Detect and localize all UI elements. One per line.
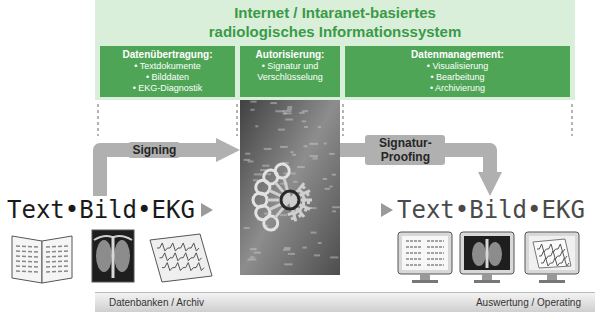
bullet-item: • EKG-Diagnostik [104,83,231,94]
ekg-trace [162,263,204,271]
ekg-sheet [150,234,212,282]
xray-lung [472,242,486,266]
bar-label: Datenbanken / Archiv [109,297,204,308]
book-page [12,236,42,283]
monitor-screen [529,236,575,270]
monitor-base [412,280,438,283]
text-scribble [406,264,422,265]
text-scribble [46,246,68,247]
dashed-guide [97,104,99,136]
xray-film [92,230,134,282]
xray-spine [112,236,115,278]
flow-triangle [201,203,213,217]
column-heading: Datenübertragung: [104,49,231,61]
ekg-trace [160,253,202,261]
xray-spine [486,239,489,268]
text-scribble [46,271,68,272]
text-scribble [46,266,68,267]
bullet-item: • Textdokumente [104,61,231,72]
xray-shoulder [94,236,132,240]
monitor-base [474,280,500,283]
archive-bar: Datenbanken / Archiv Auswertung / Operati… [95,292,595,312]
arrow-label: Signatur-Proofing [365,135,445,165]
ekg-trace [157,243,199,251]
text-scribble [427,258,444,259]
text-scribble [406,240,422,241]
text-scribble [427,240,444,241]
xray-lung [488,242,502,266]
bullet-item: • Bilddaten [104,72,231,83]
text-scribble [16,251,38,252]
monitor-stand [547,274,557,280]
ekg-trace [541,258,569,266]
dashed-guide [342,104,344,136]
xray-lung [96,240,112,272]
bullet-item: • Archivierung [349,83,566,94]
text-scribble [16,256,38,257]
text-scribble [427,264,444,265]
xray-lung [114,240,130,272]
monitor-base [539,280,565,283]
dashed-guide [236,104,238,136]
data-types: Text•Bild•EKG [7,196,195,224]
flow-triangle [381,203,393,217]
column-heading: Datenmanagement: [349,49,566,61]
monitor-frame [460,232,514,274]
column-box: Datenübertragung:• Textdokumente• Bildda… [100,46,235,97]
dashed-guide [571,104,573,136]
text-scribble [427,246,444,247]
diagram-heading: Internet / Intaranet-basiertes radiologi… [190,3,480,41]
text-scribble [16,261,38,262]
bullet-item: • Signatur und Verschlüsselung [244,61,336,83]
text-scribble [16,266,38,267]
monitor-screen [402,236,448,270]
title-band: Internet / Intaranet-basiertes radiologi… [95,0,575,100]
text-scribble [406,252,422,253]
monitor-screen [464,236,510,270]
bar-label: Auswertung / Operating [476,297,581,308]
book-page [42,236,72,283]
monitor-frame [398,232,452,274]
data-types: Text•Bild•EKG [397,196,585,224]
column-box: Autorisierung:• Signatur und Verschlüsse… [240,46,340,275]
text-scribble [46,256,68,257]
text-scribble [46,251,68,252]
ekg-trace [537,244,565,252]
text-scribble [427,252,444,253]
bullet-item: • Visualisierung [349,61,566,72]
monitor-stand [420,274,430,280]
text-scribble [16,271,38,272]
target-stack: Text•Bild•EKG [395,196,587,224]
ekg-trace [539,251,567,259]
text-scribble [16,246,38,247]
column-box: Datenmanagement:• Visualisierung• Bearbe… [345,46,570,97]
bullet-item: • Bearbeitung [349,72,566,83]
ekg-sheet [533,239,571,268]
text-scribble [46,261,68,262]
monitor-stand [482,274,492,280]
column-heading: Autorisierung: [244,49,336,61]
text-scribble [406,258,422,259]
arrow-label: Signing [128,142,180,158]
source-stack: Text•Bild•EKG [5,196,197,224]
text-scribble [406,246,422,247]
monitor-frame [525,232,579,274]
